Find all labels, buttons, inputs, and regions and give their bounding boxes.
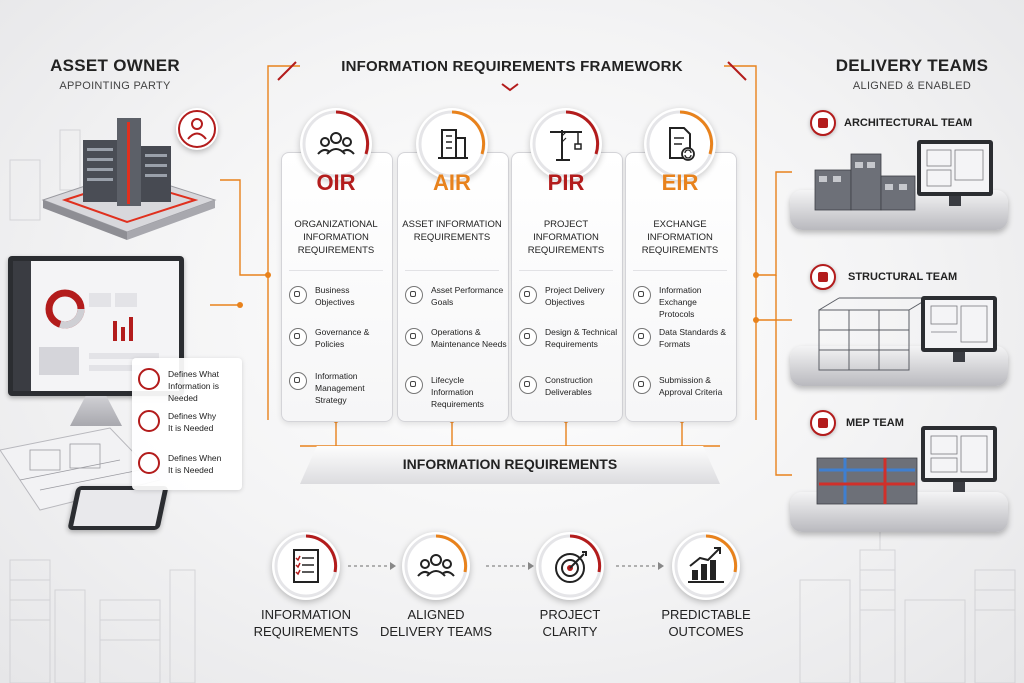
owner-person-badge	[176, 108, 218, 150]
checklist-icon	[274, 534, 338, 598]
architectural-model-illustration	[814, 140, 993, 211]
flow-step-project-clarity	[536, 532, 604, 600]
target-icon	[538, 534, 602, 598]
card-oir-item: Governance &Policies	[281, 326, 391, 366]
card-eir-icon-circle	[644, 108, 716, 180]
delivery-icon	[519, 286, 537, 304]
dashboard-graphics	[13, 261, 159, 391]
structural-model-illustration	[818, 296, 997, 371]
delivery-teams-subtitle: ALIGNED & ENABLED	[852, 80, 972, 92]
structure-icon	[810, 264, 836, 290]
flow-step-information-requirements	[272, 532, 340, 600]
lifecycle-icon	[405, 376, 423, 394]
divider	[289, 270, 383, 271]
pipe-icon	[810, 410, 836, 436]
flow-step-predictable-outcomes	[672, 532, 740, 600]
legend-item-when: Defines When It is Needed	[168, 453, 222, 475]
legend-item-what: Defines What Information is Needed	[168, 369, 220, 403]
owner-defines-legend: Defines What Information is Needed Defin…	[132, 358, 242, 490]
team-label-mep: MEP TEAM	[846, 417, 904, 429]
legend-item-why: Defines Why It is Needed	[168, 411, 217, 433]
platform-label: INFORMATION REQUIREMENTS	[402, 456, 618, 472]
card-air-name: ASSET INFORMATION REQUIREMENTS	[402, 219, 502, 243]
asset-owner-subtitle: APPOINTING PARTY	[59, 80, 171, 92]
divider	[633, 270, 727, 271]
strategy-icon	[289, 372, 307, 390]
building-icon	[810, 110, 836, 136]
objectives-icon	[289, 286, 307, 304]
approval-icon	[633, 376, 651, 394]
building-icon	[418, 110, 486, 178]
flow-step-aligned-delivery-teams	[402, 532, 470, 600]
card-eir-item: Data Standards &Formats	[625, 326, 735, 366]
growth-chart-icon	[674, 534, 738, 598]
document-exchange-icon	[646, 110, 714, 178]
design-icon	[519, 328, 537, 346]
target-icon	[138, 368, 160, 390]
governance-icon	[289, 328, 307, 346]
framework-title: INFORMATION REQUIREMENTS FRAMEWORK	[341, 58, 683, 75]
card-oir-item: Business Objectives	[281, 284, 391, 324]
team-label-structural: STRUCTURAL TEAM	[848, 271, 958, 283]
standards-icon	[633, 328, 651, 346]
information-requirements-platform	[300, 446, 720, 484]
card-oir-icon-circle	[300, 108, 372, 180]
card-air-abbr: AIR	[433, 170, 471, 195]
card-eir-abbr: EIR	[661, 170, 699, 195]
delivery-teams-title: DELIVERY TEAMS	[835, 56, 989, 75]
question-icon	[138, 410, 160, 432]
person-icon	[178, 110, 216, 148]
card-eir-item: Submission &Approval Criteria	[625, 374, 735, 414]
people-icon	[404, 534, 468, 598]
asset-owner-title: ASSET OWNER	[50, 56, 180, 75]
card-eir-name: EXCHANGE INFORMATION REQUIREMENTS	[641, 219, 719, 256]
protocol-icon	[633, 286, 651, 304]
card-oir-name: ORGANIZATIONAL INFORMATION REQUIREMENTS	[294, 219, 378, 256]
crane-icon	[532, 110, 600, 178]
card-air-icon-circle	[416, 108, 488, 180]
maintenance-icon	[405, 328, 423, 346]
card-air-item: Operations &Maintenance Needs	[397, 326, 507, 366]
asset-owner-building-illustration	[41, 118, 217, 240]
divider	[405, 270, 499, 271]
team-platform-structural	[790, 346, 1008, 386]
team-label-architectural: ARCHITECTURAL TEAM	[844, 117, 973, 129]
tablet-device	[67, 486, 169, 530]
mep-model-illustration	[816, 426, 997, 505]
performance-icon	[405, 286, 423, 304]
calendar-icon	[138, 452, 160, 474]
people-icon	[302, 110, 370, 178]
card-pir-abbr: PIR	[547, 170, 585, 195]
card-oir-abbr: OIR	[316, 170, 356, 195]
deliverables-icon	[519, 376, 537, 394]
card-pir-name: PROJECT INFORMATION REQUIREMENTS	[527, 219, 605, 256]
divider	[519, 270, 613, 271]
card-pir-icon-circle	[530, 108, 602, 180]
